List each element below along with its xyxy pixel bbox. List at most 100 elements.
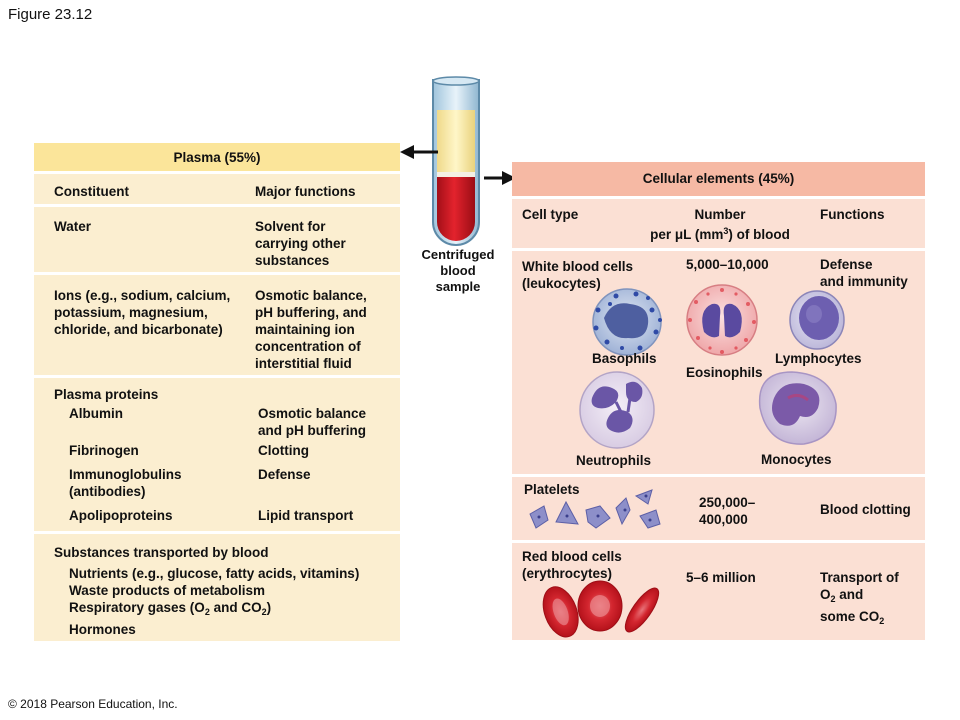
substances-list: Nutrients (e.g., glucose, fatty acids, v… <box>69 565 359 638</box>
divider <box>34 531 400 534</box>
fibrinogen-label: Fibrinogen <box>69 443 139 458</box>
substances-label: Substances transported by blood <box>54 545 269 560</box>
tube-label-line: Centrifuged <box>421 247 495 262</box>
platelets-illustration <box>529 489 661 529</box>
text-part: per μL (mm <box>650 227 724 242</box>
text-line: (leukocytes) <box>522 276 601 291</box>
text-line: Red blood cells <box>522 549 622 564</box>
tube-label-line: sample <box>435 279 481 294</box>
copyright: © 2018 Pearson Education, Inc. <box>8 697 178 711</box>
eosinophil-cell <box>686 284 758 356</box>
respiratory-gases-item: Respiratory gases (O2 and CO2) <box>69 599 359 621</box>
text-line: potassium, magnesium, <box>54 305 208 320</box>
text-line: Transport of <box>820 570 899 585</box>
text-part: and <box>835 587 864 602</box>
text-line: 250,000– <box>699 495 756 510</box>
wbc-functions: Defense and immunity <box>820 256 908 290</box>
text-line: carrying other <box>255 236 346 251</box>
subscript: 2 <box>261 607 267 617</box>
ions-functions: Osmotic balance, pH buffering, and maint… <box>255 287 367 372</box>
red-blood-cell <box>624 587 660 633</box>
divider <box>34 375 400 378</box>
col-number: Number per μL (mm3) of blood <box>630 206 810 243</box>
text-line: Immunoglobulins <box>69 467 182 482</box>
lymphocytes-label: Lymphocytes <box>775 351 862 366</box>
eosinophils-label: Eosinophils <box>686 365 763 380</box>
neutrophils-label: Neutrophils <box>576 453 652 468</box>
monocyte-cell <box>758 371 837 445</box>
water-label: Water <box>54 219 92 234</box>
rbc-label: Red blood cells (erythrocytes) <box>522 548 622 582</box>
text-line: some CO2 <box>820 608 899 630</box>
immunoglobulins-label: Immunoglobulins (antibodies) <box>69 466 182 500</box>
subscript: 2 <box>879 616 885 626</box>
apolipoproteins-label: Apolipoproteins <box>69 508 173 523</box>
platelets-label: Platelets <box>524 482 580 497</box>
col-functions: Functions <box>820 207 885 222</box>
albumin-label: Albumin <box>69 406 123 421</box>
plasma-layer <box>437 110 475 175</box>
text-line: and immunity <box>820 274 908 289</box>
cell-layer <box>437 177 475 241</box>
white-blood-cells-illustration <box>579 284 845 449</box>
text-line: interstitial fluid <box>255 356 352 371</box>
apolipoproteins-function: Lipid transport <box>258 508 354 523</box>
wbc-number: 5,000–10,000 <box>686 257 769 272</box>
waste-item: Waste products of metabolism <box>69 583 266 598</box>
text-line: Osmotic balance, <box>255 288 367 303</box>
red-blood-cell <box>542 586 579 638</box>
tube-label-line: blood <box>440 263 476 278</box>
col-cell-type: Cell type <box>522 207 579 222</box>
text-part: and CO <box>209 600 262 615</box>
platelet-function: Blood clotting <box>820 502 911 517</box>
text-line: (antibodies) <box>69 484 146 499</box>
tube-label: Centrifuged blood sample <box>412 247 504 295</box>
immunoglobulins-function: Defense <box>258 467 311 482</box>
text-line: Ions (e.g., sodium, calcium, <box>54 288 231 303</box>
text-line: and pH buffering <box>258 423 366 438</box>
col-major-functions: Major functions <box>255 184 356 199</box>
text-line: Osmotic balance <box>258 406 367 421</box>
hormones-item: Hormones <box>69 622 136 637</box>
divider <box>512 474 925 477</box>
red-blood-cells-illustration <box>542 580 660 638</box>
superscript: 3 <box>723 226 729 236</box>
nutrients-item: Nutrients (e.g., glucose, fatty acids, v… <box>69 566 360 581</box>
centrifuge-tube <box>432 76 480 246</box>
wbc-label: White blood cells (leukocytes) <box>522 258 633 292</box>
platelet <box>555 500 579 525</box>
text-part: ) of blood <box>728 227 790 242</box>
text-line: O2 and <box>820 586 899 608</box>
text-line: Defense <box>820 257 873 272</box>
cells-header-bar <box>512 162 925 196</box>
ions-label: Ions (e.g., sodium, calcium, potassium, … <box>54 287 230 338</box>
text-line: White blood cells <box>522 259 634 274</box>
platelet <box>634 489 653 505</box>
text-line: pH buffering, and <box>255 305 367 320</box>
divider <box>512 196 925 199</box>
text-line: 400,000 <box>699 512 748 527</box>
plasma-panel <box>34 143 400 641</box>
text-part: Respiratory gases (O <box>69 600 205 615</box>
plasma-header: Plasma (55%) <box>173 150 261 165</box>
text-part: O <box>820 587 831 602</box>
rbc-number: 5–6 million <box>686 570 756 585</box>
lymphocyte-cell <box>789 290 845 350</box>
text-line: maintaining ion <box>255 322 355 337</box>
divider <box>512 540 925 543</box>
red-blood-cell <box>577 580 623 632</box>
albumin-functions: Osmotic balance and pH buffering <box>258 405 366 439</box>
text-line: (erythrocytes) <box>522 566 613 581</box>
water-functions: Solvent for carrying other substances <box>255 218 346 269</box>
divider <box>512 248 925 251</box>
fibrinogen-function: Clotting <box>258 443 309 458</box>
text-part: ) <box>266 600 272 615</box>
platelet-number: 250,000– 400,000 <box>699 494 755 528</box>
col-constituent: Constituent <box>54 184 129 199</box>
basophils-label: Basophils <box>592 351 657 366</box>
figure-title: Figure 23.12 <box>8 6 93 23</box>
plasma-header-bar <box>34 143 400 171</box>
rbc-function: Transport of O2 and some CO2 <box>820 569 899 630</box>
arrow-to-plasma <box>400 145 438 159</box>
cells-header: Cellular elements (45%) <box>642 171 795 186</box>
